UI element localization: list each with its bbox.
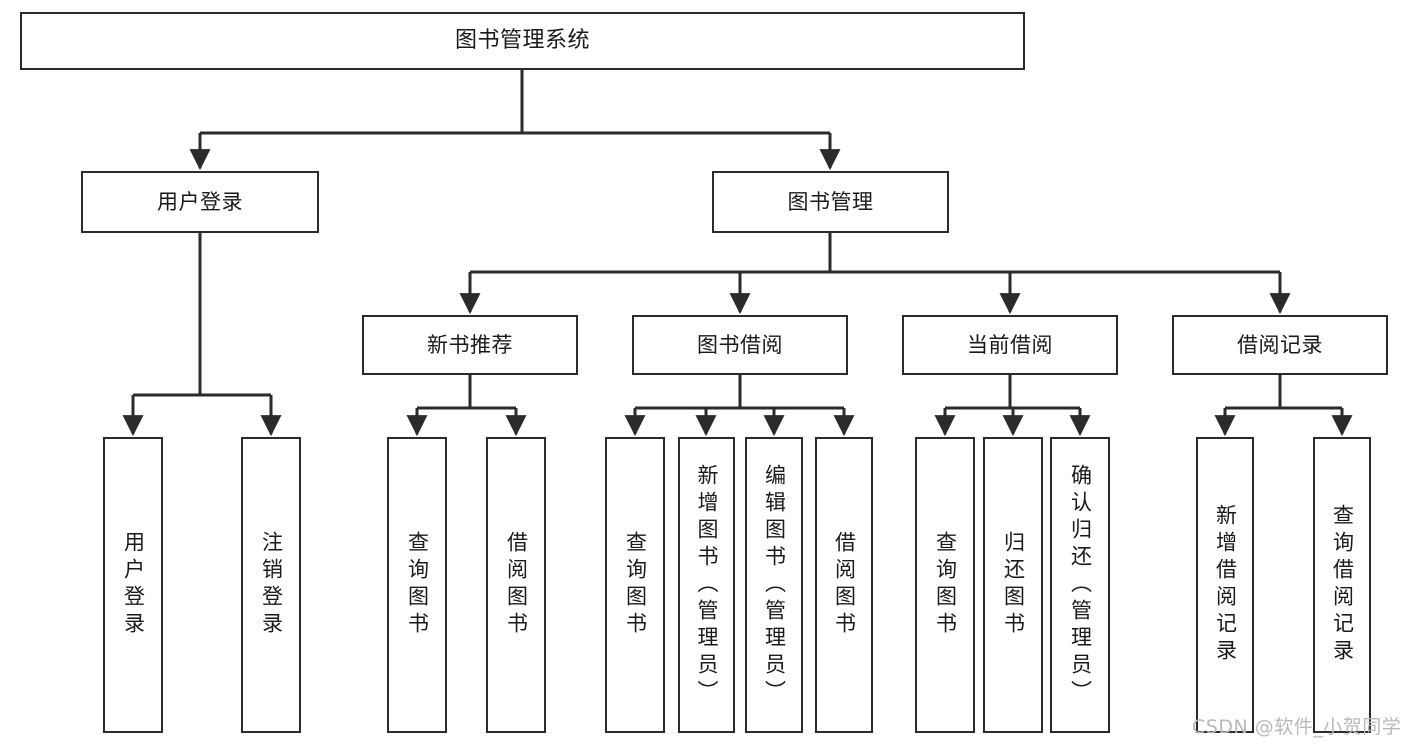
node-leaf-query-record[interactable]: 查询借阅记录 xyxy=(1313,437,1371,733)
node-leaf-borrow-book-1-label: 借阅图书 xyxy=(504,531,529,639)
node-leaf-return-book-label: 归还图书 xyxy=(1001,531,1026,639)
node-user-login-label: 用户登录 xyxy=(157,189,243,214)
node-leaf-query-book-3[interactable]: 查询图书 xyxy=(915,437,975,733)
node-leaf-user-login[interactable]: 用户登录 xyxy=(103,437,163,733)
node-leaf-add-record[interactable]: 新增借阅记录 xyxy=(1196,437,1254,733)
node-borrow-record[interactable]: 借阅记录 xyxy=(1172,315,1388,375)
node-leaf-user-logout[interactable]: 注销登录 xyxy=(241,437,301,733)
node-leaf-return-book[interactable]: 归还图书 xyxy=(983,437,1043,733)
node-leaf-user-login-label: 用户登录 xyxy=(121,531,146,639)
node-leaf-add-book-label: 新增图书（管理员） xyxy=(695,463,719,707)
node-leaf-query-book-1[interactable]: 查询图书 xyxy=(387,437,447,733)
node-leaf-query-book-2[interactable]: 查询图书 xyxy=(605,437,665,733)
node-leaf-borrow-book-1[interactable]: 借阅图书 xyxy=(486,437,546,733)
node-leaf-add-book[interactable]: 新增图书（管理员） xyxy=(678,437,735,733)
node-leaf-query-book-1-label: 查询图书 xyxy=(405,531,430,639)
node-current-borrow-label: 当前借阅 xyxy=(967,332,1053,357)
node-leaf-query-book-3-label: 查询图书 xyxy=(933,531,958,639)
node-leaf-query-record-label: 查询借阅记录 xyxy=(1330,504,1355,666)
node-borrow-record-label: 借阅记录 xyxy=(1237,332,1323,357)
node-leaf-user-logout-label: 注销登录 xyxy=(259,531,284,639)
node-user-login[interactable]: 用户登录 xyxy=(81,171,319,233)
node-root[interactable]: 图书管理系统 xyxy=(20,12,1025,70)
node-leaf-borrow-book-2[interactable]: 借阅图书 xyxy=(815,437,873,733)
node-leaf-edit-book[interactable]: 编辑图书（管理员） xyxy=(745,437,803,733)
node-leaf-edit-book-label: 编辑图书（管理员） xyxy=(762,463,787,707)
node-leaf-borrow-book-2-label: 借阅图书 xyxy=(832,531,857,639)
node-book-borrow-label: 图书借阅 xyxy=(697,332,783,357)
node-leaf-confirm-return[interactable]: 确认归还（管理员） xyxy=(1050,437,1110,733)
node-new-book-rec[interactable]: 新书推荐 xyxy=(362,315,578,375)
node-new-book-rec-label: 新书推荐 xyxy=(427,332,513,357)
node-book-borrow[interactable]: 图书借阅 xyxy=(632,315,848,375)
node-leaf-query-book-2-label: 查询图书 xyxy=(623,531,648,639)
node-root-label: 图书管理系统 xyxy=(454,28,590,54)
node-current-borrow[interactable]: 当前借阅 xyxy=(902,315,1118,375)
node-book-manage[interactable]: 图书管理 xyxy=(712,171,949,233)
watermark-text: CSDN @软件_小贺同学 xyxy=(1192,716,1402,738)
node-leaf-confirm-return-label: 确认归还（管理员） xyxy=(1068,463,1093,707)
node-book-manage-label: 图书管理 xyxy=(787,189,874,214)
node-leaf-add-record-label: 新增借阅记录 xyxy=(1213,504,1238,666)
